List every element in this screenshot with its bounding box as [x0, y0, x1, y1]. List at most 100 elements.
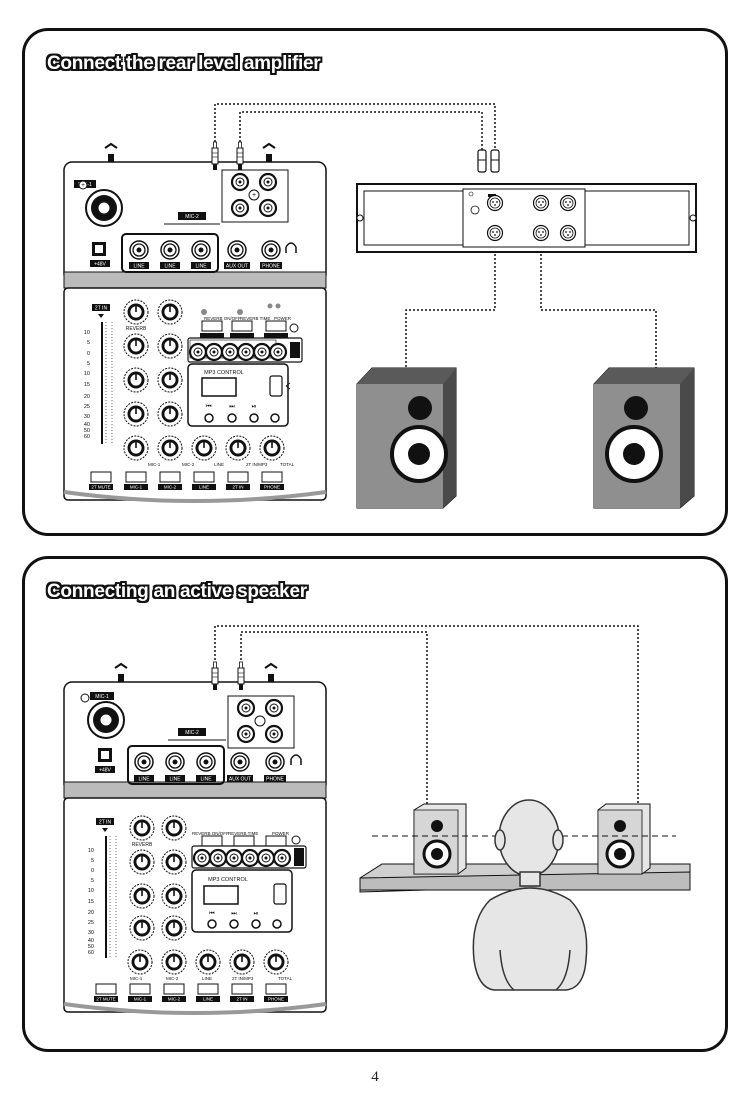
line-input-jack[interactable]	[165, 752, 185, 772]
mic2-volume-knob[interactable]	[157, 435, 183, 461]
reverb-time-button[interactable]	[229, 320, 255, 340]
bottom-buttons: 2T MUTE MIC-1 MIC-2 LINE 2T IN PHONE	[88, 471, 285, 491]
line-input-jack[interactable]	[160, 240, 180, 260]
eq-knob[interactable]	[157, 299, 183, 325]
prev-icon: ⏮	[209, 911, 215, 917]
rca-jack[interactable]	[230, 172, 250, 192]
line-volume-knob[interactable]	[191, 435, 217, 461]
svg-text:LINE: LINE	[164, 264, 176, 270]
line-input-jack[interactable]	[191, 240, 211, 260]
eq-knob[interactable]	[123, 333, 149, 359]
svg-text:40: 40	[88, 938, 94, 944]
play-button[interactable]	[251, 919, 261, 929]
mic1-volume-knob[interactable]	[123, 435, 149, 461]
eq-mode-button[interactable]	[220, 342, 240, 362]
phantom-label: +48V	[94, 262, 106, 268]
next-icon: ⏭	[231, 911, 237, 917]
rca-jack[interactable]	[258, 198, 278, 218]
amp-power-switch[interactable]	[470, 205, 480, 215]
rca-jack[interactable]	[236, 724, 256, 744]
svg-text:LINE: LINE	[169, 777, 181, 783]
phone-jack[interactable]	[261, 240, 281, 260]
mic1-volume-knob[interactable]	[127, 949, 153, 975]
reverb-knob[interactable]	[129, 815, 155, 841]
amp-xlr-jack[interactable]	[486, 194, 504, 212]
eq-knob[interactable]	[157, 401, 183, 427]
prev-icon: ⏮	[206, 404, 212, 410]
mic2-label: MIC-2	[185, 730, 199, 736]
rca-jack[interactable]	[258, 172, 278, 192]
rca-jack[interactable]	[264, 724, 284, 744]
rca-block	[227, 695, 295, 749]
mic2-label: MIC-2	[185, 214, 199, 220]
svg-text:0: 0	[91, 868, 94, 874]
reverb-onoff-button[interactable]	[199, 320, 225, 340]
eq-knob[interactable]	[157, 333, 183, 359]
rca-jack[interactable]	[230, 198, 250, 218]
svg-text:MIC-1: MIC-1	[134, 997, 147, 1002]
eq-mode-button[interactable]	[204, 342, 224, 362]
mp3-control-label: MP3 CONTROL	[208, 877, 248, 883]
next-button[interactable]	[229, 919, 239, 929]
eq-knob[interactable]	[161, 815, 187, 841]
svg-text:MIC-2: MIC-2	[164, 485, 177, 490]
rca-jack[interactable]	[264, 698, 284, 718]
svg-text:2T IN/MP3: 2T IN/MP3	[246, 462, 268, 467]
svg-text:REVERB TIME: REVERB TIME	[240, 316, 270, 321]
eq-mode-button[interactable]	[272, 848, 292, 868]
eq-knob[interactable]	[123, 401, 149, 427]
speaker-right	[593, 367, 695, 509]
eq-knob[interactable]	[129, 849, 155, 875]
amp-xlr-jack[interactable]	[486, 224, 504, 242]
eq-knob[interactable]	[123, 367, 149, 393]
amp-xlr-jack[interactable]	[559, 194, 577, 212]
2t-volume-knob[interactable]	[225, 435, 251, 461]
line-input-jack[interactable]	[196, 752, 216, 772]
eq-mode-button[interactable]	[224, 848, 244, 868]
prev-button[interactable]	[204, 413, 214, 423]
rca-jack[interactable]	[236, 698, 256, 718]
eq-mode-button[interactable]	[208, 848, 228, 868]
play-button[interactable]	[249, 413, 259, 423]
svg-text:25: 25	[84, 404, 90, 410]
eq-mode-button[interactable]	[236, 342, 256, 362]
eq-knob[interactable]	[161, 883, 187, 909]
eq-knob[interactable]	[161, 915, 187, 941]
eq-mode-button[interactable]	[252, 342, 272, 362]
2t-volume-knob[interactable]	[229, 949, 255, 975]
reverb-knob[interactable]	[123, 299, 149, 325]
aux-out-jack[interactable]	[230, 752, 250, 772]
line-input-jack[interactable]	[129, 240, 149, 260]
prev-button[interactable]	[207, 919, 217, 929]
line-volume-knob[interactable]	[195, 949, 221, 975]
amp-xlr-jack[interactable]	[532, 194, 550, 212]
eq-knob[interactable]	[161, 849, 187, 875]
eq-knobs: REVERB	[129, 815, 187, 941]
eq-knob[interactable]	[129, 915, 155, 941]
svg-text:60: 60	[84, 434, 90, 440]
eq-knob[interactable]	[157, 367, 183, 393]
eq-mode-button[interactable]	[192, 848, 212, 868]
repeat-button[interactable]	[272, 919, 282, 929]
amp-xlr-jack[interactable]	[559, 224, 577, 242]
eq-mode-button[interactable]	[268, 342, 288, 362]
next-button[interactable]	[227, 413, 237, 423]
total-volume-knob[interactable]	[259, 435, 285, 461]
usb-icon	[285, 382, 291, 390]
phone-jack[interactable]	[265, 752, 285, 772]
aux-out-jack[interactable]	[227, 240, 247, 260]
svg-text:LINE: LINE	[203, 997, 213, 1002]
eq-knob[interactable]	[129, 883, 155, 909]
eq-mode-button[interactable]	[188, 342, 208, 362]
usb-port[interactable]	[269, 375, 283, 397]
amp-xlr-jack[interactable]	[532, 224, 550, 242]
eq-mode-button[interactable]	[256, 848, 276, 868]
total-volume-knob[interactable]	[263, 949, 289, 975]
usb-port[interactable]	[273, 883, 287, 905]
mic2-volume-knob[interactable]	[161, 949, 187, 975]
line-input-jack[interactable]	[134, 752, 154, 772]
power-button[interactable]	[263, 320, 289, 340]
repeat-button[interactable]	[270, 413, 280, 423]
section-heading: Connecting an active speaker	[47, 581, 307, 602]
eq-mode-button[interactable]	[240, 848, 260, 868]
